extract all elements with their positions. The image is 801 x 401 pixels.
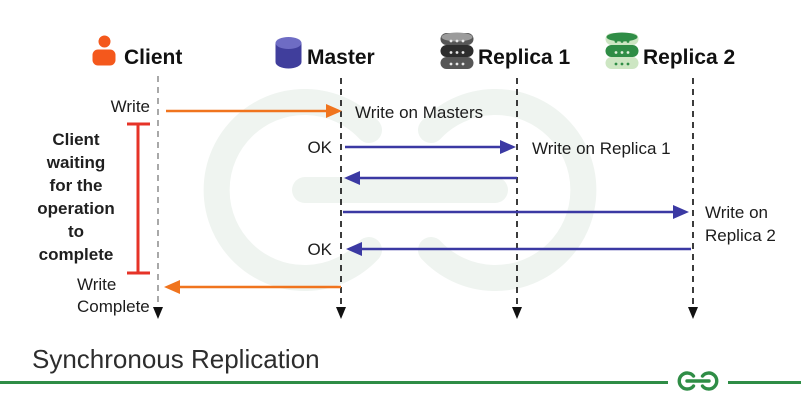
waiting-note-line: waiting: [46, 153, 106, 172]
person-icon: [91, 35, 117, 66]
label-write-on-replica2-line1: Write on: [705, 203, 768, 222]
client-lifeline: [153, 76, 163, 319]
diagram-title: Synchronous Replication: [32, 344, 320, 374]
label-ok-replica2: OK: [307, 240, 332, 259]
ack-arrow-replica2-to-master: [346, 242, 691, 256]
database-stack-dark-icon: [440, 31, 474, 71]
geeksforgeeks-logo-icon: [668, 367, 728, 395]
actor-label-replica2: Replica 2: [643, 46, 736, 69]
label-write-request: Write: [110, 97, 150, 116]
write-arrow-master-to-replica1: [345, 140, 516, 154]
write-arrow-master-to-replica2: [343, 205, 689, 219]
actor-label-client: Client: [124, 46, 183, 69]
title-underline: [0, 381, 801, 384]
write-complete-arrow-master-to-client: [164, 280, 341, 294]
write-arrow-client-to-master: [166, 104, 342, 118]
label-write-complete-line1: Write: [77, 275, 117, 294]
client-waiting-note: Client waiting for the operation to comp…: [20, 128, 132, 266]
actor-label-master: Master: [307, 46, 375, 69]
master-lifeline: [336, 78, 346, 319]
label-write-on-masters: Write on Masters: [355, 103, 484, 122]
label-ok-replica1: OK: [307, 138, 332, 157]
waiting-note-line: operation: [37, 199, 115, 218]
watermark-logo: [203, 89, 597, 291]
label-write-on-replica2: Write on Replica 2: [705, 201, 776, 247]
replica1-lifeline: [512, 78, 522, 319]
waiting-note-line: Client: [52, 130, 100, 149]
label-write-complete: Write Complete: [77, 274, 150, 318]
waiting-note-line: to: [67, 222, 85, 241]
ack-arrow-replica1-to-master: [344, 171, 517, 185]
label-write-on-replica2-line2: Replica 2: [705, 226, 776, 245]
waiting-note-line: for the: [49, 176, 103, 195]
label-write-complete-line2: Complete: [77, 297, 150, 316]
database-cylinder-icon: [274, 36, 303, 70]
waiting-duration-bar: [127, 122, 150, 275]
waiting-note-line: complete: [38, 245, 114, 264]
database-stack-green-icon: [605, 31, 639, 71]
actor-label-replica1: Replica 1: [478, 46, 571, 69]
replica2-lifeline: [688, 78, 698, 319]
label-write-on-replica1: Write on Replica 1: [532, 139, 671, 158]
